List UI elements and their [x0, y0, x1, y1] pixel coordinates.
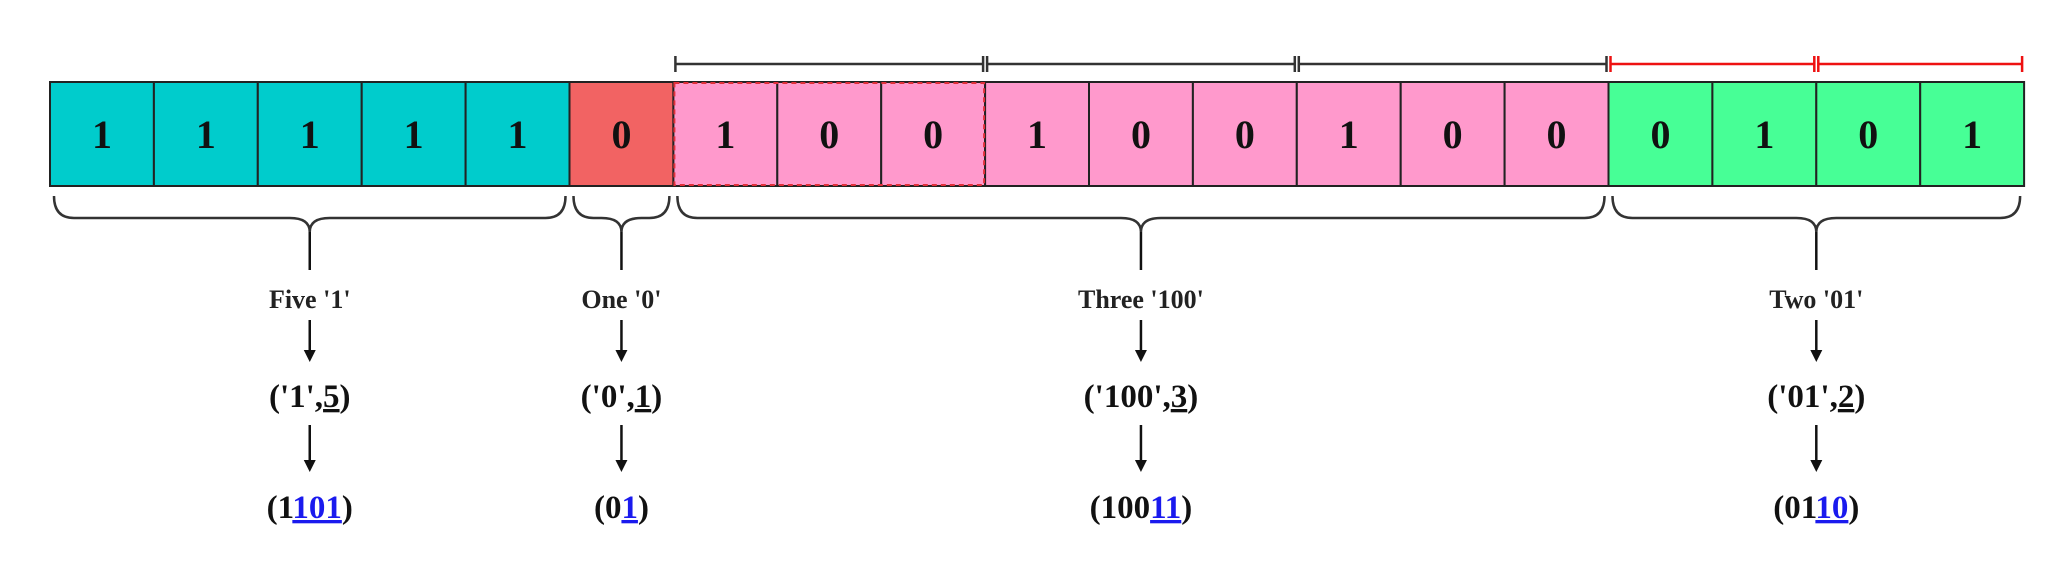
bit-value: 1	[404, 112, 424, 157]
group-label: Five '1'	[269, 285, 351, 314]
group-label: Two '01'	[1769, 285, 1863, 314]
bit-cell: 0	[568, 81, 675, 187]
bit-value: 0	[819, 112, 839, 157]
bit-cell-box	[464, 81, 571, 187]
bit-value: 1	[92, 112, 112, 157]
encoded-code: (10011)	[1090, 490, 1193, 526]
bit-value: 1	[1339, 112, 1359, 157]
group-annotations: Five '1' ('1',5) (1101) One '0' ('0',1) (01) T…	[52, 195, 2022, 526]
bit-cell-box	[1191, 81, 1298, 187]
bit-value: 0	[611, 112, 631, 157]
bit-cell: 0	[1815, 81, 1922, 187]
pattern-span-marker	[1297, 56, 1608, 72]
run-count: 5	[323, 379, 340, 415]
group-brace	[1611, 195, 2022, 233]
bit-value: 0	[1858, 112, 1878, 157]
run-count: 3	[1171, 379, 1188, 415]
bit-sequence: 1 1 1 1 1 0 1 0 0 1 0 0 1 0 0 0 1 0 1	[49, 81, 2026, 187]
bit-value: 0	[923, 112, 943, 157]
group-brace	[676, 195, 1606, 233]
run-pair: ('1',5)	[269, 379, 351, 415]
bit-value: 0	[1235, 112, 1255, 157]
run-count: 2	[1838, 379, 1855, 415]
bit-cell: 1	[464, 81, 571, 187]
bit-value: 1	[1962, 112, 1982, 157]
bit-cell-box	[360, 81, 467, 187]
bit-cell-box	[1503, 81, 1610, 187]
bit-cell-box	[776, 81, 883, 187]
group-ones: Five '1' ('1',5) (1101)	[52, 195, 567, 526]
group-brace	[572, 195, 671, 233]
group-zero: One '0' ('0',1) (01)	[572, 195, 671, 526]
bit-cell: 0	[1399, 81, 1506, 187]
bit-cell: 0	[1191, 81, 1298, 187]
first-pattern-highlight	[673, 82, 986, 186]
bit-value: 1	[1754, 112, 1774, 157]
encoded-code: (01)	[594, 490, 649, 526]
bit-cell: 0	[776, 81, 883, 187]
bit-cell: 0	[1088, 81, 1194, 187]
bit-cell-box	[256, 81, 363, 187]
group-brace	[52, 195, 567, 233]
encoded-count-bits: 11	[1150, 490, 1181, 526]
bit-value: 1	[715, 112, 735, 157]
bit-value: 0	[1547, 112, 1567, 157]
bit-cell: 0	[880, 81, 987, 187]
run-pair: ('01',2)	[1767, 379, 1865, 415]
bit-cell-box	[1295, 81, 1402, 187]
bit-cell: 1	[360, 81, 467, 187]
encoded-count-bits: 1	[621, 490, 638, 526]
group-100: Three '100' ('100',3) (10011)	[676, 195, 1606, 526]
dimension-lines	[674, 56, 2024, 72]
bit-cell-box	[1815, 81, 1922, 187]
bit-cell: 1	[1295, 81, 1402, 187]
bit-cell: 0	[1503, 81, 1610, 187]
bit-cell-box	[1088, 81, 1194, 187]
group-label: One '0'	[581, 285, 661, 314]
pattern-span-marker	[1609, 56, 1816, 72]
pattern-span-marker	[674, 56, 985, 72]
pattern-span-marker	[985, 56, 1297, 72]
bit-value: 1	[1027, 112, 1047, 157]
run-pair: ('0',1)	[581, 379, 663, 415]
encoded-code: (1101)	[267, 490, 353, 526]
bit-cell: 1	[1919, 81, 2026, 187]
run-count: 1	[635, 379, 652, 415]
pattern-span-marker	[1817, 56, 2024, 72]
encoded-count-bits: 101	[292, 490, 342, 526]
bit-cell: 0	[1607, 81, 1714, 187]
bit-cell: 1	[1711, 81, 1818, 187]
bit-cell-box	[1919, 81, 2026, 187]
group-label: Three '100'	[1078, 285, 1204, 314]
bit-value: 0	[1131, 112, 1151, 157]
encoded-count-bits: 10	[1815, 490, 1848, 526]
bit-cell-box	[1711, 81, 1818, 187]
bit-value: 1	[196, 112, 216, 157]
bit-cell: 1	[672, 81, 779, 187]
bit-cell: 1	[152, 81, 259, 187]
bit-cell: 1	[256, 81, 363, 187]
bit-cell-box	[1399, 81, 1506, 187]
bit-value: 0	[1443, 112, 1463, 157]
bit-cell: 1	[49, 81, 155, 187]
bit-value: 1	[300, 112, 320, 157]
bit-cell-box	[568, 81, 675, 187]
bit-value: 1	[508, 112, 528, 157]
run-pair: ('100',3)	[1084, 379, 1199, 415]
group-01: Two '01' ('01',2) (0110)	[1611, 195, 2022, 526]
bit-cell-box	[49, 81, 155, 187]
bit-cell: 1	[984, 81, 1090, 187]
bit-value: 0	[1650, 112, 1670, 157]
encoded-code: (0110)	[1773, 490, 1859, 526]
bit-cell-box	[880, 81, 987, 187]
